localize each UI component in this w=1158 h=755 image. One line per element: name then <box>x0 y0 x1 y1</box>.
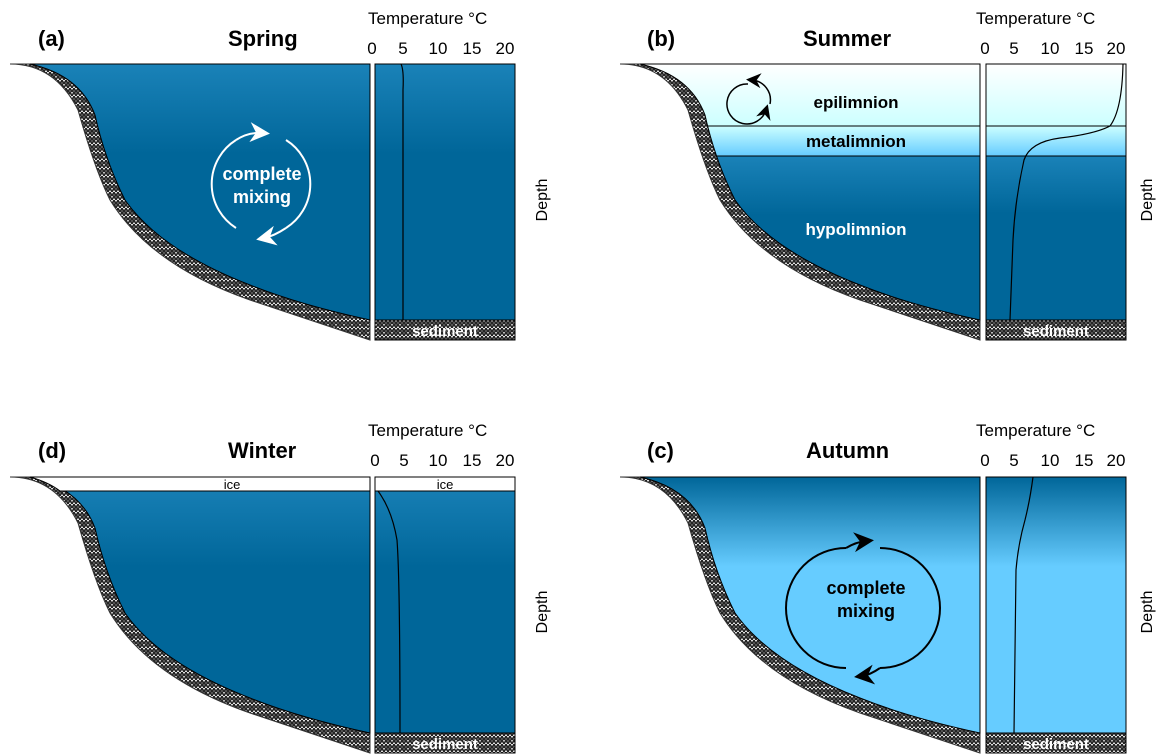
panel-summer-profile-meta <box>986 126 1126 156</box>
panel-spring: (a) Spring Temperature °C 0 5 10 15 20 c… <box>9 9 551 341</box>
panel-spring-ticks: 0 5 10 15 20 <box>367 39 514 58</box>
panel-spring-id: (a) <box>38 26 65 51</box>
panel-spring-sediment-label: sediment <box>412 323 478 340</box>
panel-summer-epilimnion-mixing <box>726 73 772 125</box>
panel-autumn-profile-box <box>985 476 1127 734</box>
tick-5: 5 <box>1009 39 1018 58</box>
panel-autumn-id: (c) <box>647 438 674 463</box>
tick-10: 10 <box>429 451 448 470</box>
panel-autumn-depth-label: Depth <box>1139 591 1156 634</box>
mixing-label-line1: complete <box>222 164 301 184</box>
mixing-arrow-left <box>210 139 237 229</box>
mixing-label-line2: mixing <box>837 601 895 621</box>
panel-summer-profile-hypo <box>986 156 1126 320</box>
panel-winter-temperature-profile <box>377 490 401 734</box>
tick-20: 20 <box>1107 451 1126 470</box>
tick-0: 0 <box>980 39 989 58</box>
tick-5: 5 <box>1009 451 1018 470</box>
mixing-arrow-right <box>879 547 941 669</box>
mixing-label-line1: complete <box>826 578 905 598</box>
panel-summer-depth-label: Depth <box>1139 179 1156 222</box>
panel-autumn-ticks: 0 5 10 15 20 <box>980 451 1125 470</box>
panel-winter-ticks: 0 5 10 15 20 <box>370 451 514 470</box>
tick-15: 15 <box>1075 451 1094 470</box>
panel-spring-profile-sediment <box>374 319 516 341</box>
panel-autumn-mixing-indicator: complete mixing <box>785 532 941 685</box>
panel-autumn-lake-water <box>639 476 981 734</box>
mixing-arrow-left <box>785 547 847 669</box>
tick-20: 20 <box>1107 39 1126 58</box>
panel-autumn-temperature-title: Temperature °C <box>976 421 1095 440</box>
panel-winter-depth-label: Depth <box>534 591 551 634</box>
panel-winter: (d) Winter Temperature °C 0 5 10 15 20 i… <box>9 421 551 754</box>
arrow-head-bottom <box>854 664 881 685</box>
tick-10: 10 <box>1041 39 1060 58</box>
tick-5: 5 <box>398 39 407 58</box>
mixing-arrow-right <box>285 139 312 229</box>
tick-0: 0 <box>370 451 379 470</box>
epilimnion-arrow-b <box>746 73 772 105</box>
panel-summer-metalimnion-band <box>640 126 980 156</box>
panel-autumn: (c) Autumn Temperature °C 0 5 10 15 20 c… <box>619 421 1156 754</box>
panel-autumn-season: Autumn <box>806 438 889 463</box>
tick-0: 0 <box>367 39 376 58</box>
epilimnion-arrow-a <box>726 83 771 125</box>
tick-10: 10 <box>429 39 448 58</box>
panel-spring-profile-box <box>374 63 516 321</box>
panel-summer-season: Summer <box>803 26 891 51</box>
panel-winter-id: (d) <box>38 438 66 463</box>
panel-winter-profile-sediment <box>374 732 516 754</box>
tick-0: 0 <box>980 451 989 470</box>
panel-winter-profile-ice <box>374 476 516 492</box>
panel-winter-ice-label: ice <box>224 477 241 492</box>
panel-summer-id: (b) <box>647 26 675 51</box>
panel-winter-temperature-title: Temperature °C <box>368 421 487 440</box>
panel-winter-sediment-label: sediment <box>412 736 478 753</box>
panel-winter-ice-layer <box>29 476 371 492</box>
panel-autumn-sediment-label: sediment <box>1023 736 1089 753</box>
panel-summer-hypolimnion-band <box>640 156 980 320</box>
panel-summer-epilimnion-band <box>640 64 980 126</box>
panel-spring-temperature-title: Temperature °C <box>368 9 487 28</box>
arrow-head-top <box>845 532 874 553</box>
panel-spring-season: Spring <box>228 26 298 51</box>
panel-summer-temperature-profile <box>1009 63 1124 321</box>
tick-20: 20 <box>496 39 515 58</box>
panel-spring-lake-water <box>29 63 371 321</box>
panel-summer: (b) Summer Temperature °C 0 5 10 15 20 e… <box>619 9 1156 341</box>
tick-20: 20 <box>496 451 515 470</box>
panel-summer-sediment-label: sediment <box>1023 323 1089 340</box>
tick-15: 15 <box>1075 39 1094 58</box>
panel-winter-season: Winter <box>228 438 297 463</box>
panel-spring-depth-label: Depth <box>534 179 551 222</box>
panel-spring-temperature-profile <box>400 63 404 320</box>
panel-winter-lake-water <box>29 476 371 734</box>
panel-summer-epilimnion-label: epilimnion <box>814 93 899 112</box>
tick-15: 15 <box>463 39 482 58</box>
tick-15: 15 <box>463 451 482 470</box>
mixing-label-line2: mixing <box>233 187 291 207</box>
arrow-head-bottom <box>256 225 287 246</box>
panel-summer-profile-epi <box>986 64 1126 126</box>
tick-5: 5 <box>399 451 408 470</box>
panel-summer-profile-sediment <box>985 319 1127 341</box>
panel-summer-ticks: 0 5 10 15 20 <box>980 39 1125 58</box>
panel-autumn-temperature-profile <box>1013 476 1034 734</box>
panel-spring-mixing-indicator: complete mixing <box>210 122 312 246</box>
panel-summer-hypolimnion-label: hypolimnion <box>805 220 906 239</box>
tick-10: 10 <box>1041 451 1060 470</box>
panel-summer-metalimnion-label: metalimnion <box>806 132 906 151</box>
arrow-head-top <box>235 122 270 143</box>
panel-winter-profile-box <box>374 476 516 734</box>
panel-autumn-profile-sediment <box>985 732 1127 754</box>
panel-summer-lake-outline <box>639 63 981 321</box>
panel-summer-temperature-title: Temperature °C <box>976 9 1095 28</box>
panel-winter-profile-ice-label: ice <box>437 477 454 492</box>
